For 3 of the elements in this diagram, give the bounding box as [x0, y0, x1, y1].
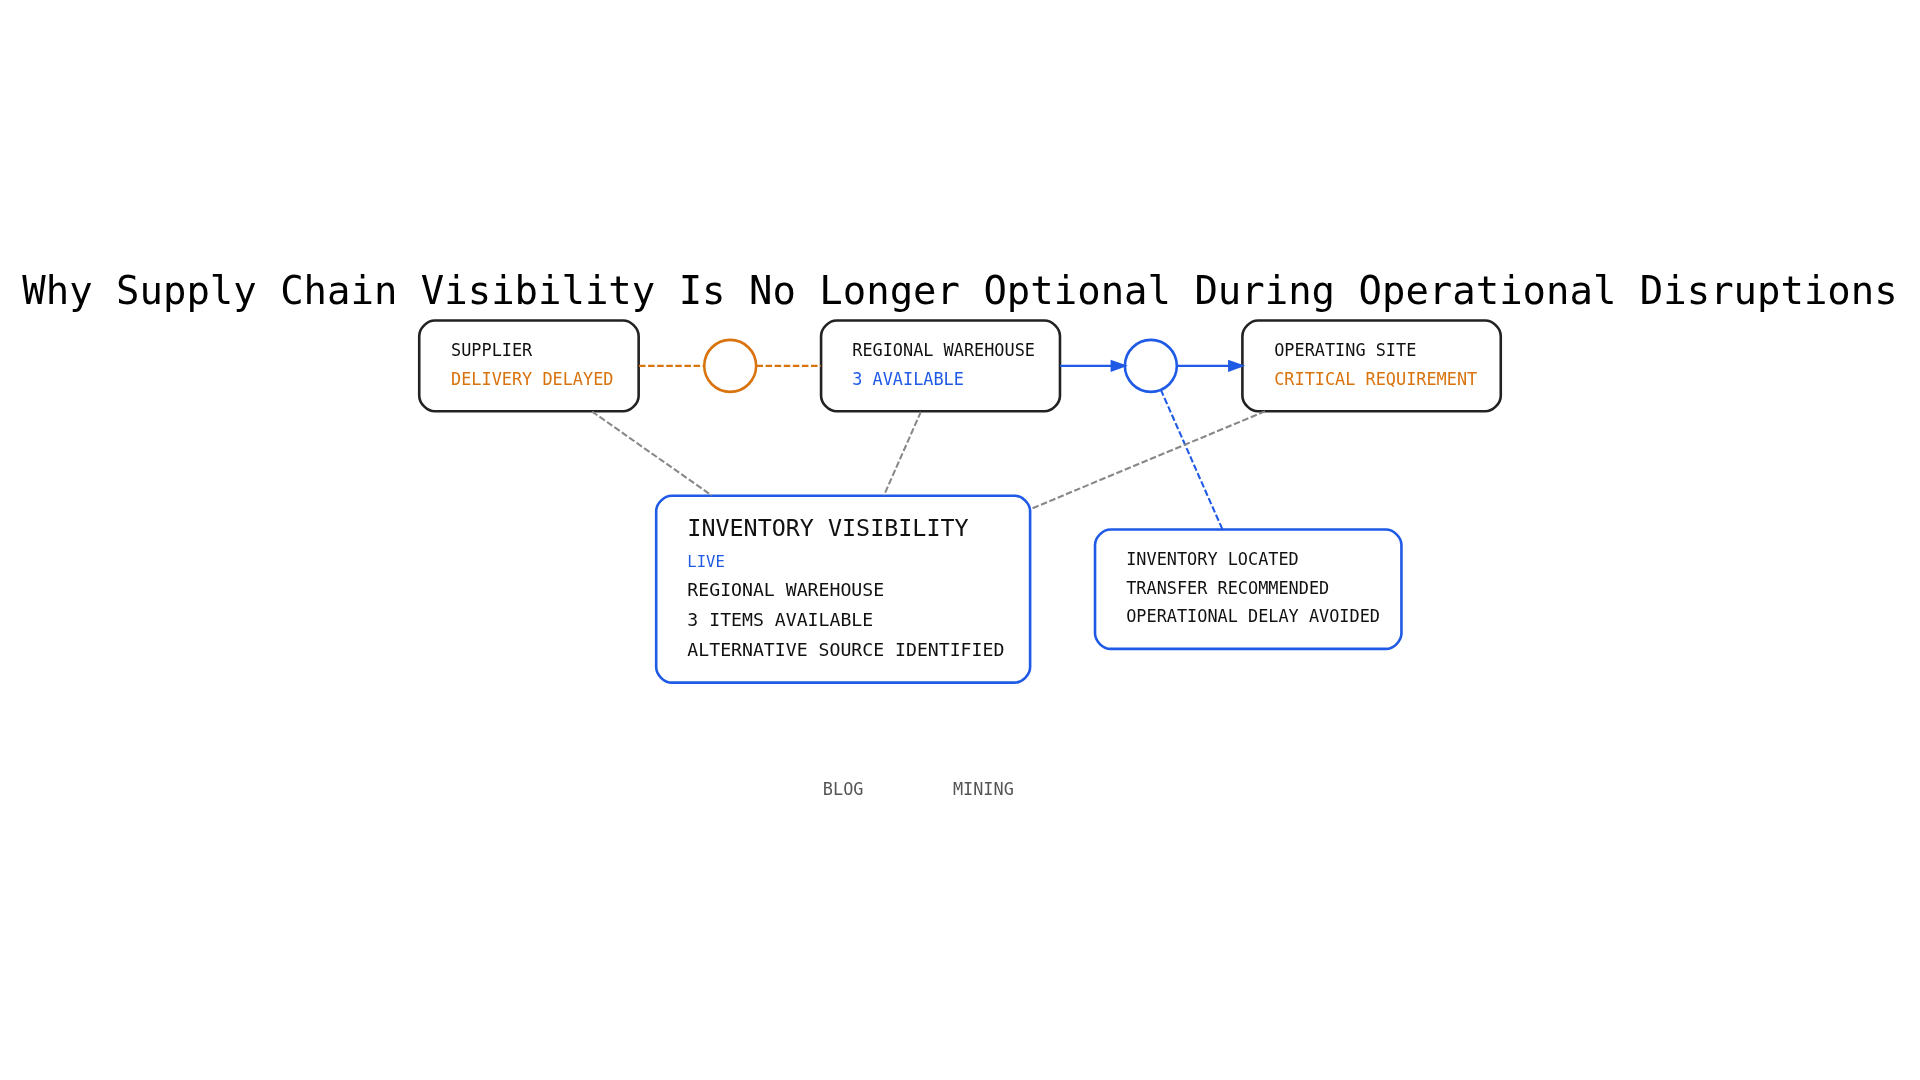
- diagram-title: Why Supply Chain Visibility Is No Longer Optional During Operational Disruptions: [22, 267, 1898, 313]
- label: BLOG: [822, 778, 864, 799]
- label: MINING: [952, 778, 1014, 799]
